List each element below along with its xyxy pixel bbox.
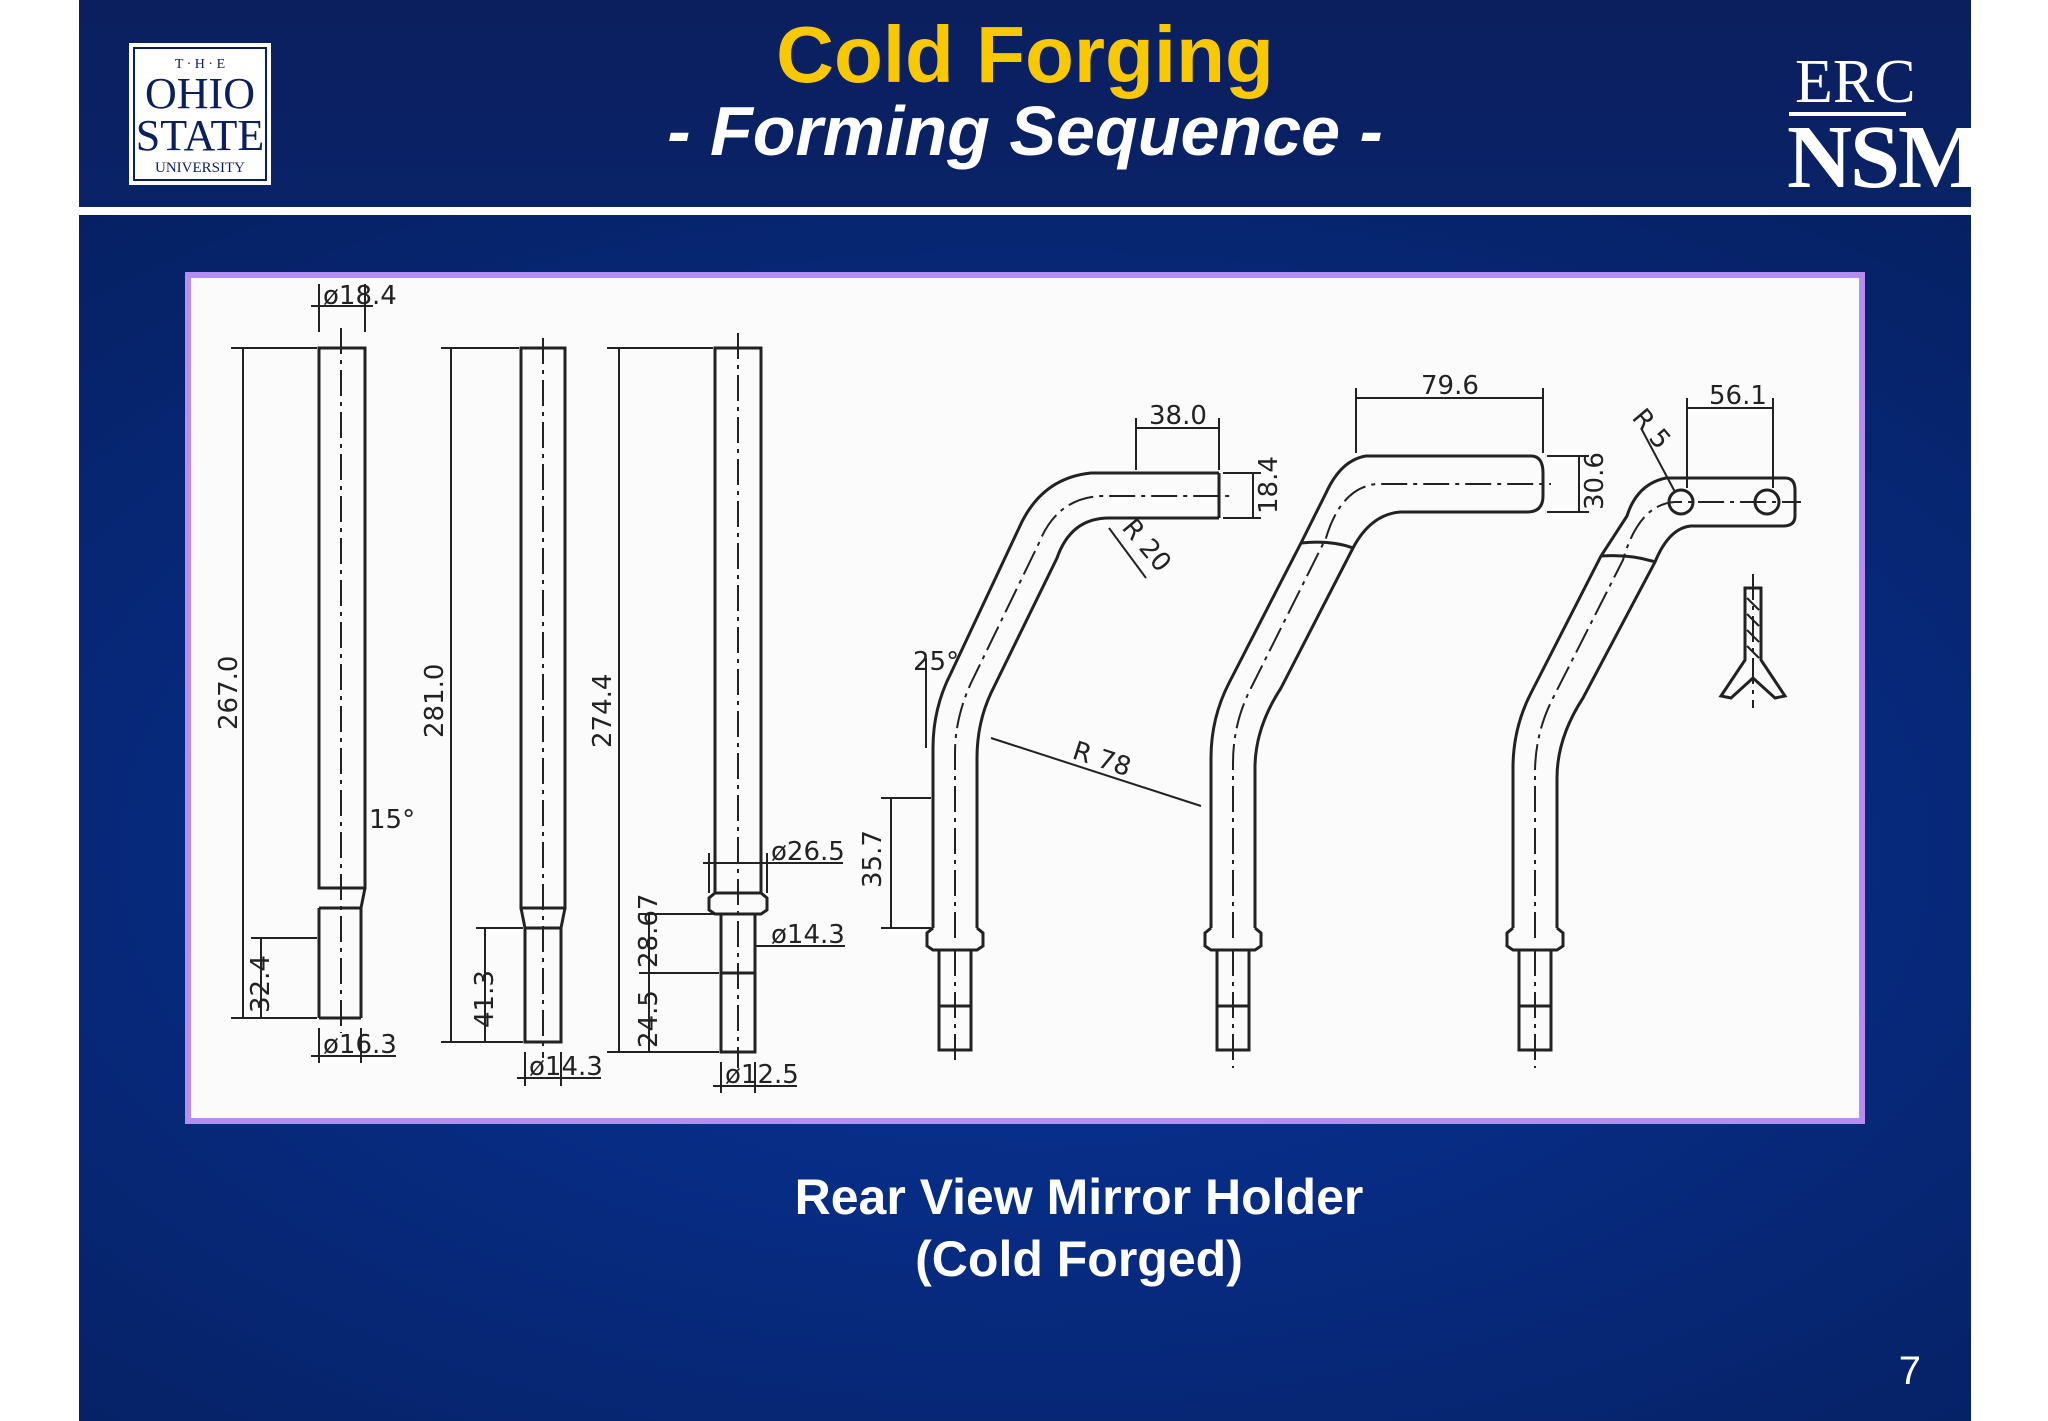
stage-2-length: 281.0	[420, 664, 450, 738]
stage-4-bend-r: R 20	[1116, 513, 1177, 578]
logo-university: UNIVERSITY	[155, 160, 245, 176]
erc-nsm-logo: ERC NSM	[1699, 48, 1983, 206]
caption-line-2: (Cold Forged)	[915, 1231, 1243, 1287]
stage-2-blank: 281.0 41.3 ø14.3	[420, 338, 603, 1086]
erc-underline	[1789, 112, 1906, 116]
slide-header: T · H · E OHIO STATE UNIVERSITY Cold For…	[79, 0, 1983, 215]
stage-1-length: 267.0	[214, 656, 244, 730]
stage-1-tip: 32.4	[246, 955, 276, 1013]
figure-caption: Rear View Mirror Holder (Cold Forged)	[479, 1166, 1679, 1290]
stage-6-section-view	[1718, 574, 1788, 708]
technical-drawing: ø18.4 267.0 32.4 15° ø16.3	[185, 272, 1865, 1124]
slide-title: Cold Forging	[776, 10, 1274, 99]
logo-the: T · H · E	[175, 57, 225, 72]
page-number: 7	[1898, 1349, 1921, 1393]
stage-3-dia-mid: ø14.3	[771, 920, 845, 950]
stage-4-step: 35.7	[858, 830, 888, 888]
erc-text: ERC	[1795, 48, 1916, 116]
stage-4-angle: 25°	[913, 647, 959, 677]
ohio-state-logo: T · H · E OHIO STATE UNIVERSITY	[129, 43, 271, 185]
stage-5-height: 30.6	[1580, 452, 1610, 510]
logo-ohio: OHIO	[145, 69, 255, 118]
stage-1-dia-top: ø18.4	[323, 281, 397, 311]
stage-6-radius: R 5	[1626, 403, 1677, 455]
stage-3-dim-b: 24.5	[634, 990, 664, 1048]
slide-subtitle: - Forming Sequence -	[667, 92, 1383, 170]
stage-2-tip: 41.3	[470, 970, 500, 1028]
stage-3-dia-bottom: ø12.5	[725, 1060, 799, 1090]
stage-6-final: 56.1 R 5	[1505, 381, 1801, 1068]
stage-3-dia-shoulder: ø26.5	[771, 837, 845, 867]
stage-3-dim-a: 28.67	[634, 894, 664, 968]
caption-line-1: Rear View Mirror Holder	[794, 1169, 1364, 1225]
stage-4-bent: 38.0 18.4 R 20 25° R 78 35.7	[858, 401, 1284, 1063]
logo-state: STATE	[136, 111, 264, 160]
stage-1-blank: ø18.4 267.0 32.4 15° ø16.3	[214, 281, 415, 1063]
stage-4-height: 18.4	[1254, 456, 1284, 514]
stage-4-width: 38.0	[1149, 401, 1207, 431]
stage-3-length: 274.4	[588, 674, 618, 748]
stage-1-dia-bottom: ø16.3	[323, 1030, 397, 1060]
stage-6-width: 56.1	[1709, 381, 1767, 411]
stage-3-preform: 274.4 ø26.5 28.67 24.5 ø14.3 ø12.5	[588, 333, 845, 1093]
slide: T · H · E OHIO STATE UNIVERSITY Cold For…	[79, 0, 1983, 1421]
stage-5-width: 79.6	[1421, 371, 1479, 401]
stage-1-angle: 15°	[369, 805, 415, 835]
stage-5-flattened: 79.6 30.6	[1203, 371, 1610, 1068]
stage-2-dia-bottom: ø14.3	[529, 1052, 603, 1082]
nsm-text: NSM	[1787, 108, 1983, 207]
stage-4-big-r: R 78	[1069, 736, 1135, 783]
